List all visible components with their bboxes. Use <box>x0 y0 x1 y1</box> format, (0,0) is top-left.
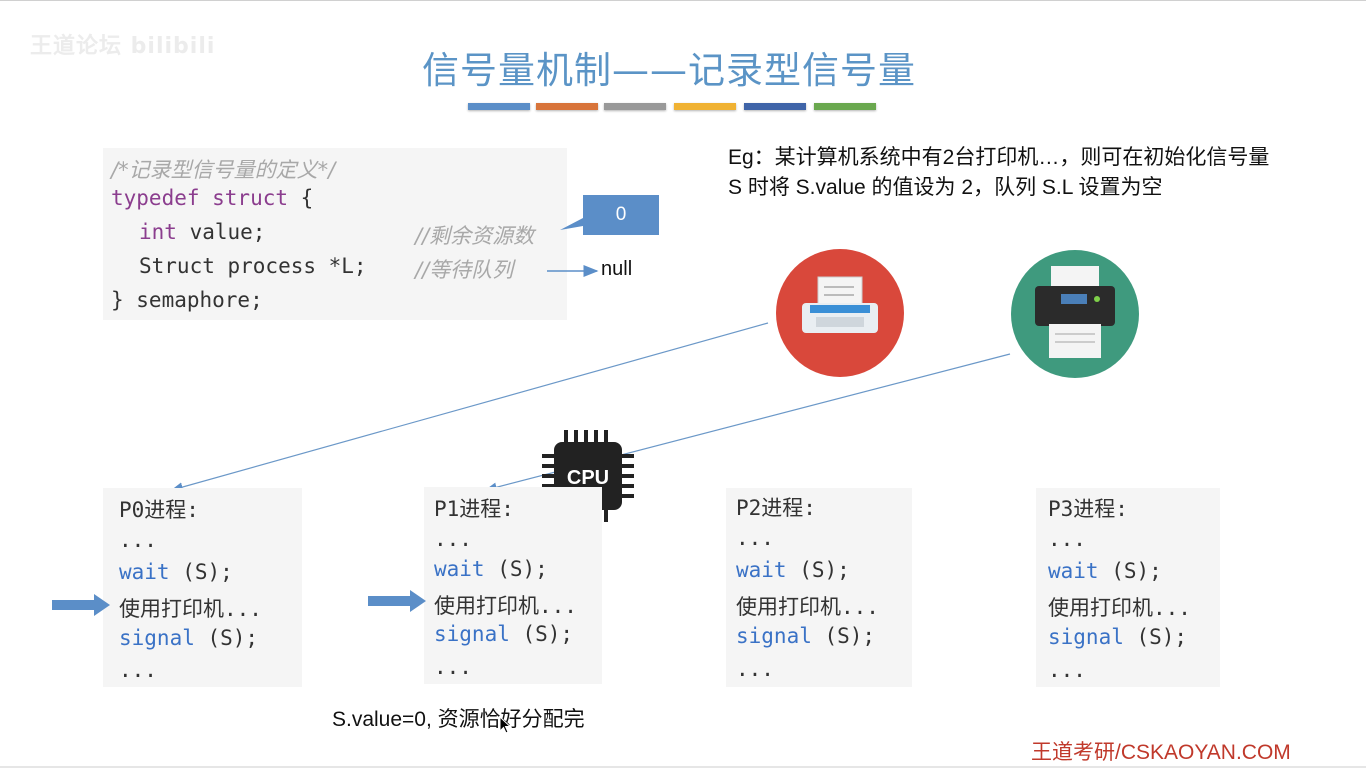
value-callout-pointer <box>560 218 583 230</box>
wait-arg: (S); <box>1098 559 1162 583</box>
int-keyword: int <box>139 220 177 244</box>
null-label: null <box>601 258 633 280</box>
process-block-p0: P0进程: ... wait (S); 使用打印机... signal (S);… <box>103 488 302 687</box>
use-printer-line: 使用打印机... <box>434 594 577 618</box>
process-block-p2: P2进程: ... wait (S); 使用打印机... signal (S);… <box>726 488 912 687</box>
signal-call: signal <box>1048 625 1124 649</box>
title-bar-1 <box>468 103 530 110</box>
process-line-ellipsis: ... <box>736 526 774 550</box>
value-field: value; <box>176 220 266 244</box>
process-line-ellipsis: ... <box>119 658 157 682</box>
title-bar-3 <box>604 103 666 110</box>
wait-call: wait <box>1048 559 1099 583</box>
footer-brand: 王道考研/CSKAOYAN.COM <box>1031 741 1291 764</box>
definition-comment: /*记录型信号量的定义*/ <box>111 158 336 182</box>
signal-call: signal <box>434 622 510 646</box>
signal-call: signal <box>119 626 195 650</box>
process-name: P3进程: <box>1048 497 1128 521</box>
signal-arg: (S); <box>811 624 876 648</box>
process-line-ellipsis: ... <box>119 528 157 552</box>
title-bar-5 <box>744 103 806 110</box>
mouse-cursor-icon <box>499 716 511 734</box>
typedef-keyword: typedef struct <box>111 186 289 210</box>
wait-arg: (S); <box>786 558 850 582</box>
process-line-ellipsis: ... <box>1048 658 1086 682</box>
typedef-brace: { <box>288 186 314 210</box>
process-line-ellipsis: ... <box>1048 527 1086 551</box>
definition-value-line: int value; <box>139 220 265 244</box>
value-callout-box: 0 <box>583 195 659 235</box>
wait-arg: (S); <box>484 557 548 581</box>
process-name: P0进程: <box>119 498 199 522</box>
status-note: S.value=0, 资源恰好分配完 <box>332 708 585 731</box>
value-comment: //剩余资源数 <box>415 224 535 248</box>
top-border <box>0 0 1366 1</box>
example-description: Eg：某计算机系统中有2台打印机…，则可在初始化信号量 S 时将 S.value… <box>728 146 1270 199</box>
use-printer-line: 使用打印机... <box>119 597 262 621</box>
execution-pointer-arrow-p1 <box>368 590 426 612</box>
semaphore-definition-code: /*记录型信号量的定义*/ typedef struct { int value… <box>103 148 567 320</box>
cpu-label: CPU <box>567 467 609 489</box>
process-line-ellipsis: ... <box>434 527 472 551</box>
use-printer-line: 使用打印机... <box>1048 596 1191 620</box>
definition-typedef-line: typedef struct { <box>111 186 313 210</box>
wait-arg: (S); <box>169 560 233 584</box>
process-name: P2进程: <box>736 496 816 520</box>
printer-icon-green <box>1011 250 1139 378</box>
title-bar-6 <box>814 103 876 110</box>
process-block-p3: P3进程: ... wait (S); 使用打印机... signal (S);… <box>1036 488 1220 687</box>
queue-field: Struct process *L; <box>139 254 367 278</box>
title-bar-4 <box>674 103 736 110</box>
process-block-p1: P1进程: ... wait (S); 使用打印机... signal (S);… <box>424 487 602 684</box>
signal-arg: (S); <box>194 626 259 650</box>
wait-call: wait <box>434 557 485 581</box>
wait-call: wait <box>736 558 787 582</box>
use-printer-line: 使用打印机... <box>736 595 879 619</box>
queue-comment: //等待队列 <box>415 258 514 282</box>
process-name: P1进程: <box>434 497 514 521</box>
slide-title: 信号量机制——记录型信号量 <box>422 49 916 92</box>
definition-closing-line: } semaphore; <box>111 288 263 312</box>
signal-arg: (S); <box>509 622 574 646</box>
bottom-border <box>0 766 1366 768</box>
process-line-ellipsis: ... <box>434 655 472 679</box>
process-line-ellipsis: ... <box>736 657 774 681</box>
wait-call: wait <box>119 560 170 584</box>
printer1-to-p0-arrow <box>170 322 769 492</box>
title-bar-2 <box>536 103 598 110</box>
execution-pointer-arrow-p0 <box>52 594 110 616</box>
printer-icon-red <box>776 249 904 377</box>
signal-call: signal <box>736 624 812 648</box>
signal-arg: (S); <box>1123 625 1188 649</box>
watermark: 王道论坛 bilibili <box>30 34 216 59</box>
